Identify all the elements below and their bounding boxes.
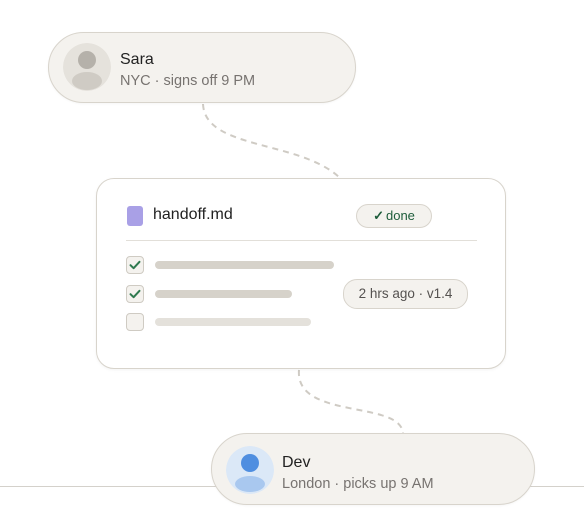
checkmark-icon: ✓ <box>373 208 384 223</box>
status-badge: ✓done <box>356 204 432 228</box>
task-checkbox[interactable] <box>126 256 144 274</box>
handoff-document-card[interactable]: handoff.md ✓done 2 hrs ago · v1.4 <box>96 178 506 369</box>
task-checkbox[interactable] <box>126 313 144 331</box>
receiver-card: Dev London · picks up 9 AM <box>211 433 535 505</box>
sender-detail: NYC · signs off 9 PM <box>120 73 256 89</box>
task-row <box>126 256 336 274</box>
task-line-placeholder <box>155 290 292 298</box>
status-label: done <box>385 208 415 223</box>
version-meta-badge: 2 hrs ago · v1.4 <box>343 279 468 309</box>
task-row <box>126 285 296 303</box>
file-name: handoff.md <box>153 206 233 223</box>
sender-name: Sara <box>120 51 154 68</box>
person-gray-icon <box>63 43 111 91</box>
task-row <box>126 313 316 331</box>
document-icon <box>127 206 143 226</box>
sender-card: Sara NYC · signs off 9 PM <box>48 32 356 103</box>
checkmark-icon <box>129 289 141 299</box>
connector-doc-to-dev <box>297 369 404 434</box>
card-divider <box>126 240 477 241</box>
task-line-placeholder <box>155 318 311 326</box>
connector-sara-to-doc <box>202 103 341 179</box>
task-line-placeholder <box>155 261 334 269</box>
receiver-name: Dev <box>282 454 311 471</box>
person-blue-icon <box>226 446 274 494</box>
checkmark-icon <box>129 260 141 270</box>
task-checkbox[interactable] <box>126 285 144 303</box>
receiver-detail: London · picks up 9 AM <box>282 476 434 492</box>
